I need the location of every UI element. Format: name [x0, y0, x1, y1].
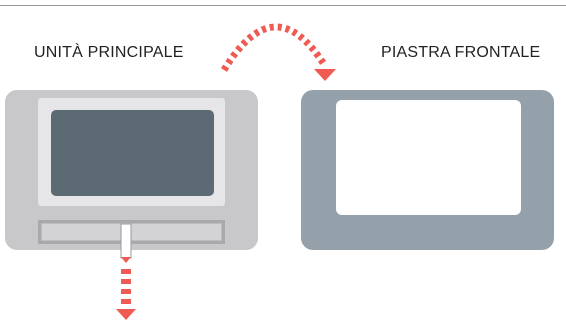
- front-plate-window: [336, 100, 521, 215]
- main-unit-label: UNITÀ PRINCIPALE: [34, 44, 184, 61]
- top-divider: [0, 5, 566, 6]
- dashed-down-arrow-icon: [116, 269, 136, 320]
- curved-dashed-arrow-icon: [221, 23, 336, 81]
- main-unit-screen: [51, 110, 214, 196]
- main-unit-bezel: [38, 98, 225, 206]
- release-key-icon: [120, 223, 132, 263]
- front-plate: [301, 90, 554, 250]
- front-plate-label: PIASTRA FRONTALE: [381, 44, 541, 61]
